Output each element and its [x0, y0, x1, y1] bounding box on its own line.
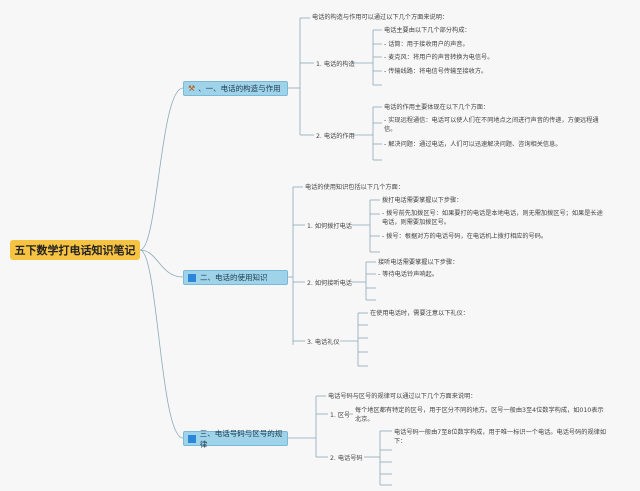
sub-head: 电话号码一般由7至8位数字构成，用于唯一标识一个电话。电话号码的规律如下： [394, 429, 607, 445]
sub-node-3-2[interactable]: 2. 电话号码 [330, 455, 363, 462]
sub-head: 电话主要由以下几个部分构成： [384, 27, 471, 34]
branch-intro: 电话号码与区号的规律可以通过以下几个方面来说明： [328, 393, 477, 400]
sub-head: 接听电话需要掌握以下步骤： [378, 259, 459, 266]
sub-item: - 等待电话铃声响起。 [378, 271, 438, 278]
branch-intro: 电话的构造与作用可以通过以下几个方面来说明： [312, 14, 449, 21]
branch-node-3[interactable]: 三、电话号码与区号的规律 [183, 429, 288, 449]
sub-node-1-1[interactable]: 1. 电话的构造 [316, 61, 355, 68]
sub-node-2-3[interactable]: 3. 电话礼仪 [307, 339, 340, 346]
branch-label: 、一、电话的构造与作用 [198, 84, 281, 93]
branch-label: 二、电话的使用知识 [200, 273, 268, 282]
sub-head: 拨打电话需要掌握以下步骤： [382, 197, 463, 204]
branch-node-2[interactable]: 二、电话的使用知识 [183, 270, 288, 285]
tools-icon: ⚒ [188, 84, 196, 93]
sub-item: - 传输线路：将电信号传输至接收方。 [384, 68, 488, 75]
sub-item: - 拨号：根据对方的电话号码，在电话机上拨打相应的号码。 [382, 233, 548, 240]
branch-intro: 电话的使用知识包括以下几个方面： [305, 184, 404, 191]
sub-node-3-1[interactable]: 1. 区号 [330, 412, 351, 419]
sub-node-1-2[interactable]: 2. 电话的作用 [316, 133, 355, 140]
sub-item: - 拨号前先加拨区号：如果要打的电话是本地电话，则无需加拨区号；如果是长途电话，… [382, 210, 603, 226]
sub-head: 每个地区都有特定的区号，用于区分不同的地方。区号一般由3至4位数字构成，如010… [355, 407, 604, 423]
branch-node-1[interactable]: ⚒ 、一、电话的构造与作用 [183, 81, 288, 96]
sub-item: - 话筒：用于接收用户的声音。 [384, 41, 469, 48]
sub-node-2-2[interactable]: 2. 如何接听电话 [307, 280, 352, 287]
sub-head: 电话的作用主要体现在以下几个方面： [384, 104, 490, 111]
sub-item: - 麦克风：将用户的声音转换为电信号。 [384, 54, 494, 61]
branch-label: 三、电话号码与区号的规律 [199, 428, 283, 449]
sub-item: - 解决问题：通过电话，人们可以迅速解决问题、咨询相关信息。 [384, 141, 562, 148]
root-node[interactable]: 五下数学打电话知识笔记 [10, 240, 140, 260]
square-icon [188, 434, 196, 443]
sub-head: 在使用电话时，需要注意以下礼仪： [370, 310, 469, 317]
sub-item: - 实现远程通信：电话可以使人们在不同地点之间进行声音的传递，方便远程通信。 [384, 117, 599, 133]
sub-node-2-1[interactable]: 1. 如何拨打电话 [307, 223, 352, 230]
square-icon [188, 273, 196, 282]
